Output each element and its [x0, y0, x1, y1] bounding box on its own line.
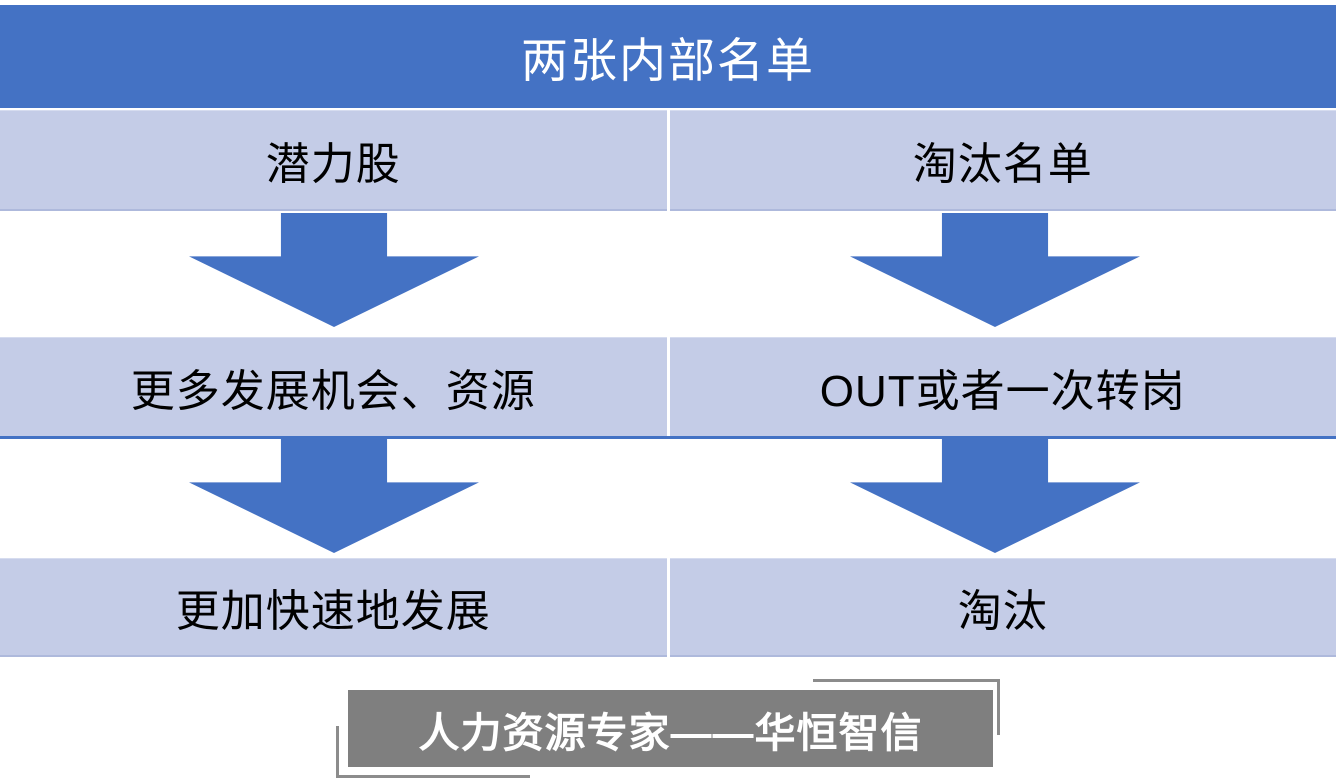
outcome-row: 更加快速地发展 淘汰	[0, 558, 1336, 657]
brand-banner: 人力资源专家——华恒智信	[348, 690, 993, 767]
down-arrow-icon	[850, 213, 1140, 327]
cell-more-opportunities: 更多发展机会、资源	[0, 337, 667, 436]
down-arrow-icon	[189, 439, 479, 553]
cell-faster-development: 更加快速地发展	[0, 558, 667, 657]
down-arrow-icon	[850, 439, 1140, 553]
consequence-row: 更多发展机会、资源 OUT或者一次转岗	[0, 337, 1336, 439]
corner-bracket-top-right	[813, 679, 1000, 735]
brand-text: 人力资源专家——华恒智信	[418, 709, 923, 756]
diagram-title: 两张内部名单	[521, 34, 815, 87]
diagram-title-bar: 两张内部名单	[0, 5, 1336, 108]
down-arrow-icon	[189, 213, 479, 327]
corner-bracket-bottom-left	[336, 726, 530, 778]
cell-out-or-transfer: OUT或者一次转岗	[669, 337, 1336, 436]
cell-eliminated: 淘汰	[669, 558, 1336, 657]
cell-elimination-list: 淘汰名单	[669, 110, 1336, 211]
cell-potential-list: 潜力股	[0, 110, 667, 211]
list-names-row: 潜力股 淘汰名单	[0, 110, 1336, 211]
